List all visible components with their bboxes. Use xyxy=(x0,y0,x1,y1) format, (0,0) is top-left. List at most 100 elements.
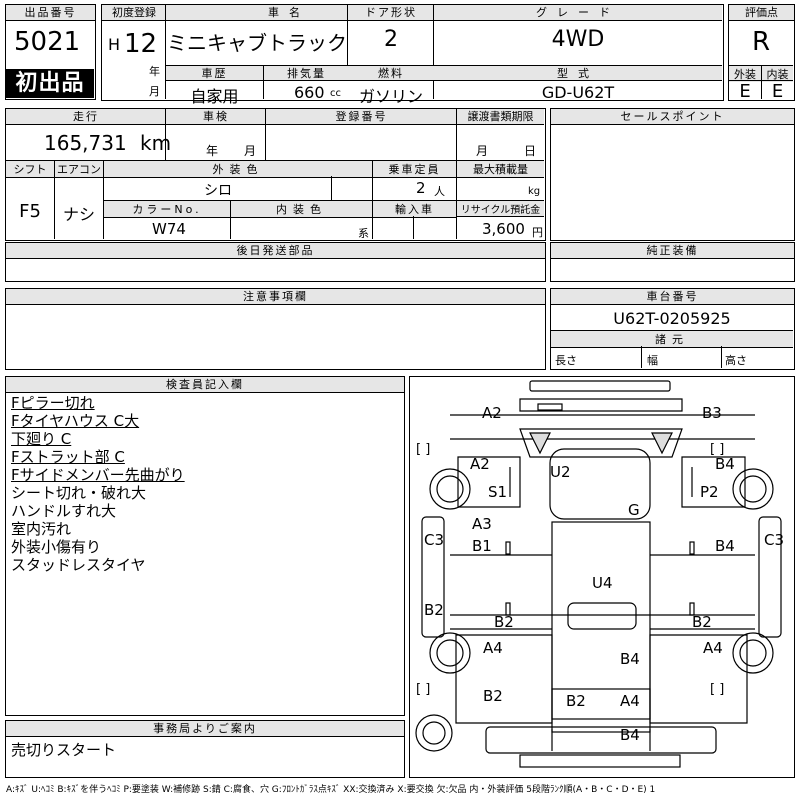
damage-mark: B4 xyxy=(620,650,640,668)
damage-mark: A4 xyxy=(483,639,503,657)
displacement: 660 xyxy=(294,83,325,102)
interior-score: E xyxy=(771,81,784,102)
interior-color-unit: 系 xyxy=(358,227,369,240)
import-header: 輸入車 xyxy=(373,201,456,218)
genuine-equipment-box: 純正装備 xyxy=(550,242,795,282)
ac-header: エアコン xyxy=(55,161,103,178)
cc-unit: cc xyxy=(330,88,341,99)
capacity: 2 xyxy=(416,179,426,197)
genuine-equipment-header: 純正装備 xyxy=(551,243,794,259)
model-code: GD-U62T xyxy=(541,83,615,102)
remark-item: 室内汚れ xyxy=(11,520,72,538)
remark-item: Fストラット部 C xyxy=(11,448,125,466)
car-name: ミニキャブトラック xyxy=(167,31,347,55)
interior-color-header: 内装色 xyxy=(231,201,372,218)
chassis-number: U62T-0205925 xyxy=(613,309,731,328)
recycle-fee-unit: 円 xyxy=(532,226,543,239)
shift-value: F5 xyxy=(19,201,41,222)
door-header: ドア形状 xyxy=(348,5,434,21)
month-unit: 月 xyxy=(149,85,160,98)
damage-mark: A2 xyxy=(482,404,502,422)
sales-point-box: セールスポイント xyxy=(550,108,795,241)
damage-mark: B4 xyxy=(715,537,735,555)
damage-mark: B2 xyxy=(494,613,514,631)
bracket-right-top: [ ] xyxy=(710,442,724,457)
damage-mark: B2 xyxy=(566,692,586,710)
grade: 4WD xyxy=(551,27,605,52)
transfer-month-unit: 月 xyxy=(476,144,489,158)
office-message: 売切りスタート xyxy=(11,741,117,759)
vehicle-history: 自家用 xyxy=(190,87,239,106)
notes-header: 注意事項欄 xyxy=(6,289,545,305)
remark-item: Fピラー切れ xyxy=(11,394,95,412)
vehicle-info-box: 初度登録 車名 ドア形状 グレード H 12 年 月 ミニキャブトラック 2 4… xyxy=(101,4,724,106)
remark-item: シート切れ・破れ大 xyxy=(11,484,147,502)
registration-year: 12 xyxy=(124,29,158,59)
damage-mark: B2 xyxy=(483,687,503,705)
damage-mark: P2 xyxy=(700,483,719,501)
score-header: 評価点 xyxy=(729,5,794,21)
width-label: 幅 xyxy=(647,354,658,367)
max-load-header: 最大積載量 xyxy=(457,161,544,178)
era: H xyxy=(108,35,121,54)
mileage-header: 走行 xyxy=(6,109,166,125)
damage-mark: B1 xyxy=(472,537,492,555)
remark-item: Fタイヤハウス C大 xyxy=(11,412,140,430)
damage-mark: A3 xyxy=(472,515,492,533)
damage-mark: A4 xyxy=(620,692,640,710)
first-listing-badge: 初出品 xyxy=(6,69,94,98)
details-box: 走行 車検 登録番号 譲渡書類期限 165,731 km 年 月 月 日 シフト… xyxy=(5,108,546,241)
score-box: 評価点 R 外装 内装 E E xyxy=(728,4,795,102)
height-label: 高さ xyxy=(725,354,747,367)
damage-mark: A2 xyxy=(470,455,490,473)
year-unit: 年 xyxy=(149,65,160,78)
remark-item: スタッドレスタイヤ xyxy=(11,556,146,574)
truck-diagram: [ ] [ ] [ ] [ ] A2 B3 A2 B4 U2 S1 P2 G A… xyxy=(415,380,784,768)
sales-point-header: セールスポイント xyxy=(551,109,794,125)
color-number-header: カラーNo. xyxy=(104,201,230,218)
lot-number: 5021 xyxy=(14,27,81,57)
history-header: 車歴 xyxy=(166,66,263,81)
overall-score: R xyxy=(751,27,771,57)
damage-mark: S1 xyxy=(488,483,507,501)
mileage-unit: km xyxy=(140,131,172,155)
later-parts-header: 後日発送部品 xyxy=(6,243,545,259)
damage-mark: B4 xyxy=(715,455,735,473)
damage-mark: B2 xyxy=(424,601,444,619)
shift-header: シフト xyxy=(6,161,54,178)
damage-mark: B4 xyxy=(620,726,640,744)
remark-item: ハンドルすれ大 xyxy=(11,502,117,520)
mileage: 165,731 xyxy=(44,131,127,155)
recycle-fee-header: リサイクル預託金 xyxy=(457,201,544,217)
damage-mark: A4 xyxy=(703,639,723,657)
lot-number-header: 出品番号 xyxy=(6,5,95,21)
length-label: 長さ xyxy=(555,354,577,367)
displacement-header: 排気量 xyxy=(264,66,349,81)
capacity-unit: 人 xyxy=(434,185,445,198)
capacity-header: 乗車定員 xyxy=(373,161,456,178)
bracket-right-bottom: [ ] xyxy=(710,682,724,697)
transfer-deadline-header: 譲渡書類期限 xyxy=(457,109,544,125)
bracket-left-bottom: [ ] xyxy=(416,682,430,697)
damage-mark: U4 xyxy=(592,574,613,592)
registration-number-header: 登録番号 xyxy=(266,109,457,125)
exterior-header: 外装 xyxy=(729,66,761,82)
notes-box: 注意事項欄 xyxy=(5,288,546,370)
remark-item: 外装小傷有り xyxy=(11,538,102,556)
office-notice-box: 事務局よりご案内 売切りスタート xyxy=(5,720,405,778)
grade-header: グレード xyxy=(434,5,722,21)
lot-number-box: 出品番号 5021 初出品 xyxy=(5,4,96,100)
door-type: 2 xyxy=(384,27,398,52)
remark-item: 下廻り C xyxy=(11,430,72,448)
damage-mark: U2 xyxy=(550,463,571,481)
exterior-color-header: 外装色 xyxy=(104,161,372,178)
load-unit: kg xyxy=(528,186,541,197)
later-parts-box: 後日発送部品 xyxy=(5,242,546,282)
model-header: 型式 xyxy=(434,66,722,81)
inspection-year-unit: 年 xyxy=(206,144,219,158)
exterior-color: シロ xyxy=(204,183,232,199)
dimensions-header: 諸元 xyxy=(551,331,793,348)
damage-legend: A:ｷｽﾞ U:ﾍｺﾐ B:ｷｽﾞを伴うﾍｺﾐ P:要塗装 W:補修跡 S:錆 … xyxy=(6,785,656,795)
chassis-box: 車台番号 U62T-0205925 諸元 長さ 幅 高さ xyxy=(550,288,795,370)
damage-mark: B3 xyxy=(702,404,722,422)
